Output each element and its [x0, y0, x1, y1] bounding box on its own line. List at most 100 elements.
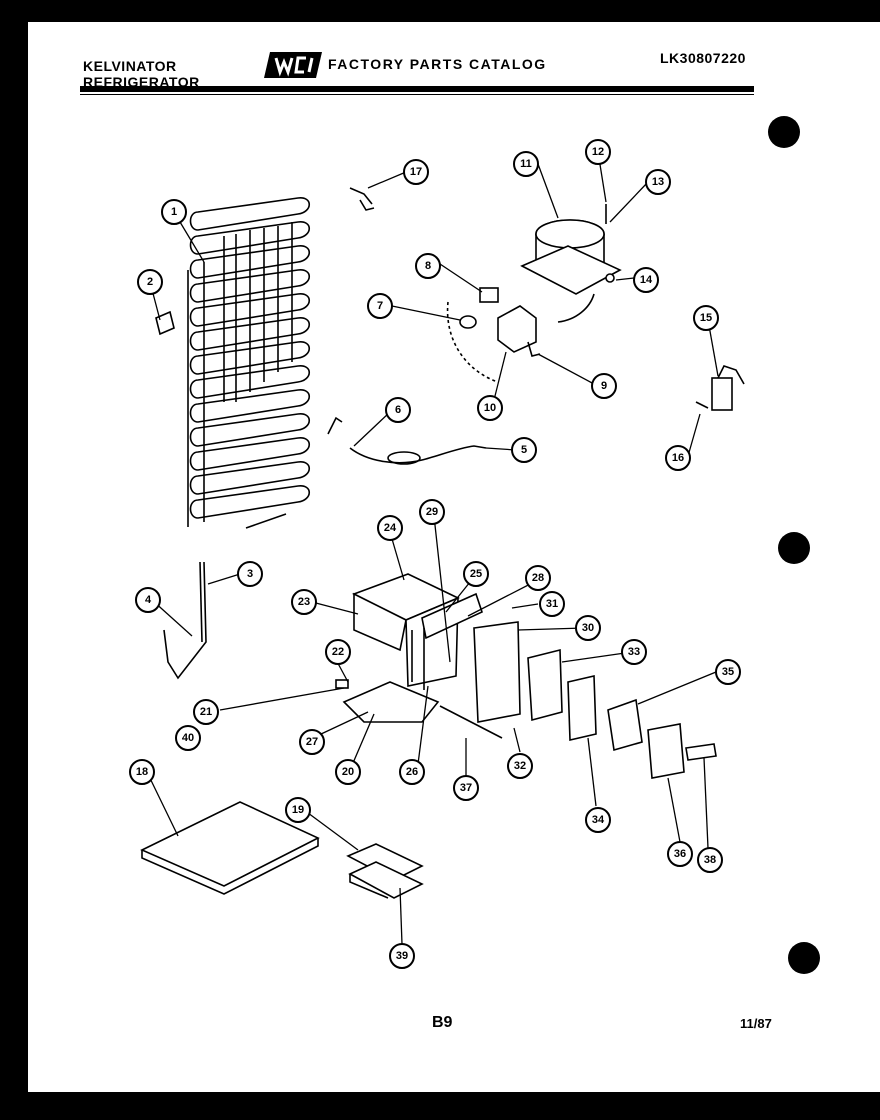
callout-13: 13: [645, 169, 671, 195]
svg-text:21: 21: [200, 706, 212, 718]
callout-4: 4: [135, 587, 161, 613]
callout-10: 10: [477, 395, 503, 421]
control-housing: [473, 621, 521, 723]
brand-line-1: KELVINATOR: [83, 58, 177, 74]
svg-text:4: 4: [145, 594, 152, 606]
drier-tube: [163, 561, 207, 680]
svg-text:34: 34: [592, 814, 605, 826]
svg-text:37: 37: [460, 782, 472, 794]
svg-text:23: 23: [298, 596, 310, 608]
svg-text:39: 39: [396, 950, 408, 962]
callout-38: 38: [697, 847, 723, 873]
svg-text:9: 9: [601, 380, 607, 392]
callout-3: 3: [237, 561, 263, 587]
svg-text:1: 1: [171, 206, 177, 218]
svg-text:14: 14: [640, 274, 653, 286]
callout-7: 7: [367, 293, 393, 319]
svg-text:36: 36: [674, 848, 686, 860]
svg-text:33: 33: [628, 646, 640, 658]
svg-text:32: 32: [514, 760, 526, 772]
callout-15: 15: [693, 305, 719, 331]
svg-text:31: 31: [546, 598, 558, 610]
callout-32: 32: [507, 753, 533, 779]
page-date: 11/87: [740, 1016, 772, 1031]
svg-text:30: 30: [582, 622, 594, 634]
svg-text:27: 27: [306, 736, 318, 748]
callout-14: 14: [633, 267, 659, 293]
callout-6: 6: [385, 397, 411, 423]
callout-22: 22: [325, 639, 351, 665]
callout-23: 23: [291, 589, 317, 615]
callout-17: 17: [403, 159, 429, 185]
svg-text:11: 11: [520, 158, 532, 170]
model-code: LK30807220: [660, 50, 746, 66]
punch-hole-middle: [778, 532, 810, 564]
relay-assembly: [446, 287, 595, 383]
svg-text:12: 12: [592, 146, 604, 158]
callout-27: 27: [299, 729, 325, 755]
svg-text:20: 20: [342, 766, 354, 778]
left-black-margin: [0, 376, 28, 1120]
svg-text:2: 2: [147, 276, 153, 288]
dispenser-panel: [647, 723, 685, 779]
callout-25: 25: [463, 561, 489, 587]
callout-1: 1: [161, 199, 187, 225]
callout-30: 30: [575, 615, 601, 641]
page-number: B9: [432, 1014, 453, 1031]
svg-text:5: 5: [521, 444, 527, 456]
svg-text:16: 16: [672, 452, 684, 464]
callout-11: 11: [513, 151, 539, 177]
callout-18: 18: [129, 759, 155, 785]
callout-20: 20: [335, 759, 361, 785]
svg-text:17: 17: [410, 166, 422, 178]
svg-text:22: 22: [332, 646, 344, 658]
svg-text:40: 40: [182, 732, 194, 744]
evaporator-housing: [335, 573, 503, 739]
callout-36: 36: [667, 841, 693, 867]
svg-text:19: 19: [292, 804, 304, 816]
callout-29: 29: [419, 499, 445, 525]
callout-35: 35: [715, 659, 741, 685]
svg-text:29: 29: [426, 506, 438, 518]
condenser-coil: [187, 197, 311, 529]
callout-12: 12: [585, 139, 611, 165]
callout-19: 19: [285, 797, 311, 823]
shield-plate: [348, 861, 424, 899]
callout-39: 39: [389, 943, 415, 969]
svg-text:15: 15: [700, 312, 712, 324]
svg-text:7: 7: [377, 300, 383, 312]
svg-text:35: 35: [722, 666, 734, 678]
punch-hole-bottom: [788, 942, 820, 974]
svg-text:24: 24: [384, 522, 397, 534]
nameplate: [685, 743, 717, 761]
callout-40: 40: [175, 725, 201, 751]
callout-34: 34: [585, 807, 611, 833]
capacitor: [695, 365, 745, 411]
callout-8: 8: [415, 253, 441, 279]
svg-text:26: 26: [406, 766, 418, 778]
svg-text:38: 38: [704, 854, 716, 866]
callout-31: 31: [539, 591, 565, 617]
svg-text:13: 13: [652, 176, 664, 188]
callout-5: 5: [511, 437, 537, 463]
svg-text:25: 25: [470, 568, 482, 580]
callout-26: 26: [399, 759, 425, 785]
callout-2: 2: [137, 269, 163, 295]
callout-33: 33: [621, 639, 647, 665]
parts-catalog-sheet: KELVINATOR REFRIGERATOR FACTORY PARTS CA…: [28, 22, 880, 1092]
svg-text:6: 6: [395, 404, 401, 416]
callout-9: 9: [591, 373, 617, 399]
leader-lines: [145, 151, 719, 945]
svg-text:18: 18: [136, 766, 148, 778]
compressor: [520, 204, 622, 295]
svg-text:8: 8: [425, 260, 431, 272]
callout-21: 21: [193, 699, 219, 725]
callout-16: 16: [665, 445, 691, 471]
display-module: [607, 698, 643, 752]
clip-part: [349, 187, 375, 211]
header-rule: [80, 86, 754, 92]
svg-text:3: 3: [247, 568, 253, 580]
catalog-title: FACTORY PARTS CATALOG: [328, 56, 547, 72]
bracket-part: [155, 310, 175, 336]
header-rule-thin: [80, 94, 754, 95]
